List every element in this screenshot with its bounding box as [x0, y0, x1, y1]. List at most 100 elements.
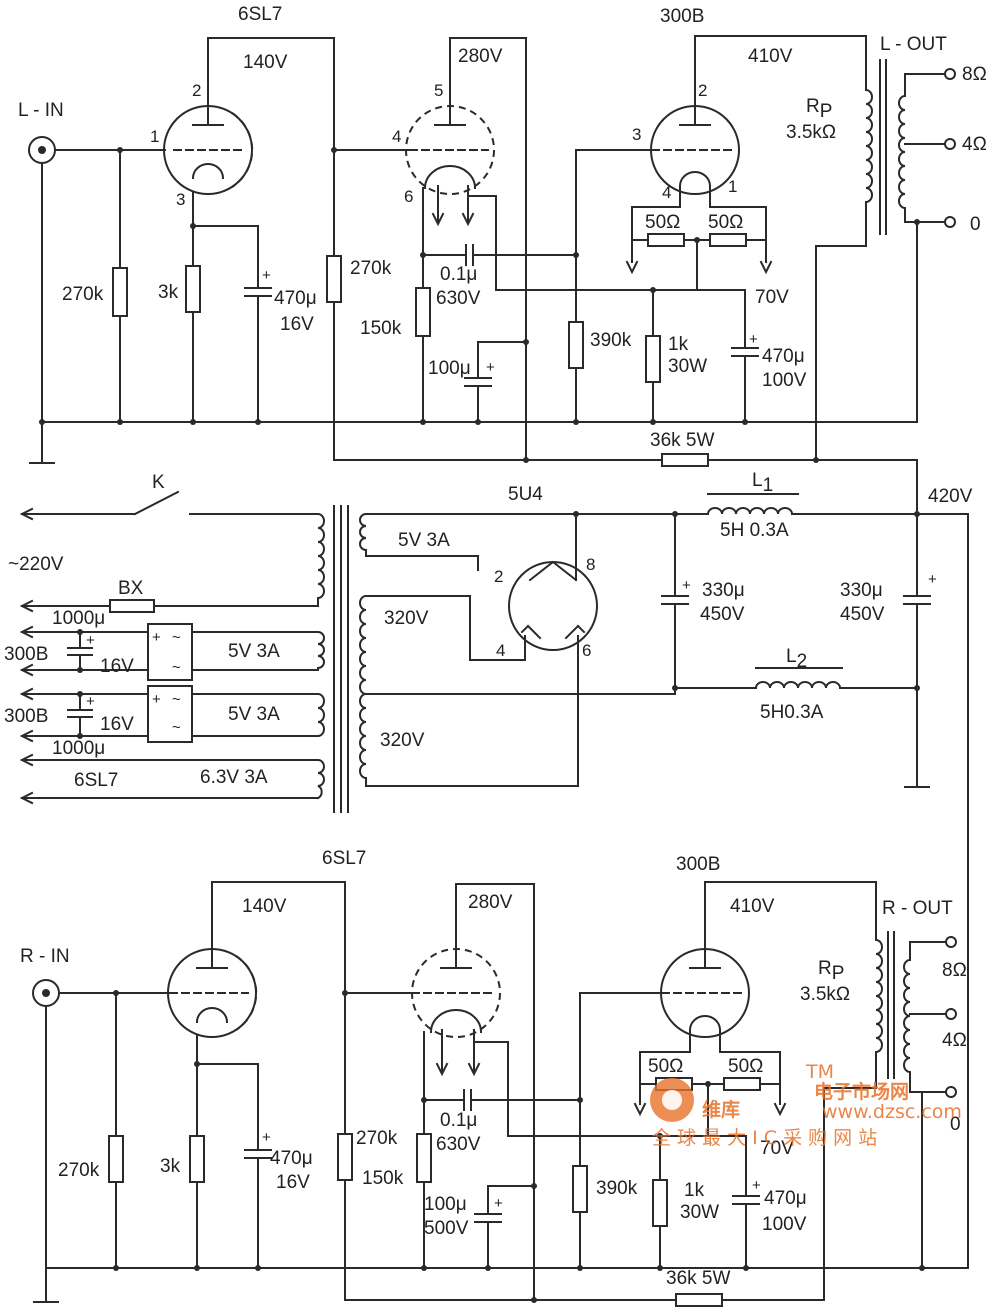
- l-out-label: L - OUT: [880, 34, 947, 55]
- l-r390k: [568, 321, 584, 369]
- l-r50-b: [709, 233, 747, 247]
- l-v3-type: 300B: [660, 6, 704, 27]
- watermark-url: www.dzsc.com: [822, 1101, 962, 1123]
- choke-l2-value: 5H0.3A: [760, 702, 824, 723]
- l-r150k-label: 150k: [360, 318, 402, 339]
- r-v2-plate-voltage: 280V: [468, 892, 513, 913]
- r-r270k-grid-label: 270k: [58, 1160, 100, 1181]
- hv-winding-a: [359, 594, 368, 696]
- mains-label: ~220V: [8, 554, 64, 575]
- rectifier-5u4-tube: [508, 561, 598, 651]
- c1000-a-label: 1000μ: [52, 608, 105, 629]
- l-v1-pin2: 2: [192, 81, 201, 100]
- heater-300b-a-label: 300B: [4, 644, 48, 665]
- heater-winding-b: [316, 692, 325, 738]
- l-v1-pin1: 1: [150, 127, 159, 146]
- c330-b-label: 330μ: [840, 580, 883, 601]
- heater-6sl7-label: 6SL7: [74, 770, 118, 791]
- svg-text:~: ~: [172, 691, 181, 708]
- r-v1-plate-voltage: 140V: [242, 896, 287, 917]
- l-r270k-grid-label: 270k: [62, 284, 104, 305]
- svg-text:+: +: [152, 691, 161, 708]
- l-c01-label: 0.1μ: [440, 264, 477, 285]
- r-r390k: [572, 1165, 588, 1213]
- l-v3-pin4: 4: [662, 183, 671, 202]
- watermark-subtitle: 电子市场网: [814, 1080, 909, 1103]
- r-r270k-plate-label: 270k: [356, 1128, 398, 1149]
- svg-text:+: +: [86, 693, 95, 710]
- l-in-label: L - IN: [18, 100, 64, 121]
- l-r270k-grid: [112, 267, 128, 317]
- l-out-8ohm-terminal[interactable]: [944, 68, 956, 80]
- heater-a-label: 5V 3A: [228, 641, 280, 662]
- r-rp-value: 3.5kΩ: [800, 984, 850, 1005]
- l-r150k: [415, 287, 431, 337]
- rect-pin8: 8: [586, 555, 595, 574]
- l-r390k-label: 390k: [590, 330, 632, 351]
- l-v1-type: 6SL7: [238, 4, 282, 25]
- r-r3k-label: 3k: [160, 1156, 181, 1177]
- l-out-0-terminal[interactable]: [944, 216, 956, 228]
- l-out-xfmr-primary: [864, 88, 873, 204]
- r-out-xfmr-secondary: [903, 958, 912, 1074]
- c16v-a-label: 16V: [100, 656, 134, 677]
- l-rp-value: 3.5kΩ: [786, 122, 836, 143]
- r-out-8ohm-label: 8Ω: [942, 960, 967, 981]
- l-v2-pin6: 6: [404, 187, 413, 206]
- l-out-4ohm-label: 4Ω: [962, 134, 987, 155]
- svg-text:+: +: [749, 331, 758, 348]
- fuse-bx: [109, 599, 155, 613]
- r-r150k-label: 150k: [362, 1168, 404, 1189]
- l-r3k-label: 3k: [158, 282, 179, 303]
- heater-b-label: 5V 3A: [228, 704, 280, 725]
- l-r1k: [645, 335, 661, 383]
- hv-a-label: 320V: [384, 608, 429, 629]
- b-plus-420v-label: 420V: [928, 486, 973, 507]
- r-r1k: [652, 1179, 668, 1227]
- l-r1k-watt: 30W: [668, 356, 707, 377]
- rect-filament-winding: [359, 512, 368, 552]
- heater-c-label: 6.3V 3A: [200, 767, 268, 788]
- svg-text:~: ~: [172, 629, 181, 646]
- r-out-8ohm-terminal[interactable]: [945, 936, 957, 948]
- l-v2-pin4: 4: [392, 127, 401, 146]
- r-r150k: [416, 1133, 432, 1183]
- l-out-8ohm-label: 8Ω: [962, 64, 987, 85]
- rectifier-bridge-a: [147, 623, 193, 681]
- svg-text:+: +: [752, 1177, 761, 1194]
- r-c470-100-voltage: 100V: [762, 1214, 807, 1235]
- svg-text:+: +: [262, 1129, 271, 1146]
- l-r1k-label: 1k: [668, 334, 689, 355]
- heater-winding-c: [316, 758, 325, 800]
- r-out-4ohm-terminal[interactable]: [945, 1008, 957, 1020]
- r-r36k: [675, 1293, 723, 1307]
- choke-l1: [706, 507, 794, 516]
- l-r50-a: [647, 233, 685, 247]
- svg-text:+: +: [682, 577, 691, 594]
- l-c470-100-label: 470μ: [762, 346, 805, 367]
- r-c01-voltage: 630V: [436, 1134, 481, 1155]
- r-r3k-cathode: [189, 1135, 205, 1183]
- r-out-0-label: 0: [950, 1114, 961, 1135]
- choke-l1-label: L1: [752, 470, 773, 496]
- r-r390k-label: 390k: [596, 1178, 638, 1199]
- r-r50-b: [723, 1077, 761, 1091]
- power-switch-k[interactable]: [133, 490, 180, 516]
- rect-pin4: 4: [496, 641, 505, 660]
- watermark-tm: TM: [805, 1061, 834, 1083]
- hv-winding-b: [359, 692, 368, 780]
- r-r270k-plate: [337, 1133, 353, 1181]
- svg-text:+: +: [262, 267, 271, 284]
- r-v70-label: 70V: [760, 1138, 794, 1159]
- l-out-4ohm-terminal[interactable]: [944, 138, 956, 150]
- l-c470-16-label: 470μ: [274, 288, 317, 309]
- r-out-0-terminal[interactable]: [945, 1086, 957, 1098]
- l-out-xfmr-secondary: [898, 94, 907, 210]
- svg-text:+: +: [486, 359, 495, 376]
- l-v1-plate-voltage: 140V: [243, 52, 288, 73]
- left-channel: L - IN 1 270k 2 3 6SL7 140V 3k + 470μ 16…: [18, 4, 987, 511]
- l-c100-label: 100μ: [428, 358, 471, 379]
- svg-text:~: ~: [172, 659, 181, 676]
- switch-k-label: K: [152, 472, 165, 493]
- l-rp-label: RP: [806, 96, 832, 122]
